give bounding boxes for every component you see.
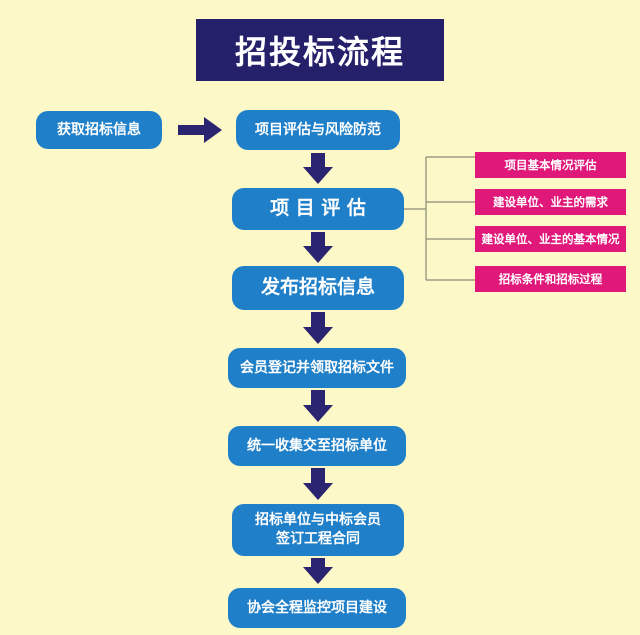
page-title: 招投标流程 — [196, 19, 444, 81]
side-item-owner-basic-info: 建设单位、业主的基本情况 — [475, 226, 626, 252]
side-item-owner-needs: 建设单位、业主的需求 — [475, 189, 626, 215]
node-publish-tender-info: 发布招标信息 — [232, 266, 404, 310]
arrow-down — [303, 153, 333, 184]
node-project-evaluation: 项 目 评 估 — [232, 188, 404, 230]
side-item-tender-conditions: 招标条件和招标过程 — [475, 266, 626, 292]
arrow-down — [303, 468, 333, 500]
arrow-right — [178, 117, 222, 143]
node-evaluation-risk: 项目评估与风险防范 — [236, 110, 400, 150]
arrow-down — [303, 390, 333, 422]
node-monitor-construction: 协会全程监控项目建设 — [228, 588, 406, 628]
node-sign-contract: 招标单位与中标会员 签订工程合同 — [232, 504, 404, 556]
arrow-down — [303, 558, 333, 584]
arrow-down — [303, 312, 333, 344]
evaluation-bracket — [404, 156, 475, 281]
arrow-down — [303, 232, 333, 263]
side-item-basic-evaluation: 项目基本情况评估 — [475, 152, 626, 178]
node-collect-submit: 统一收集交至招标单位 — [228, 426, 406, 466]
node-get-tender-info: 获取招标信息 — [36, 111, 162, 149]
node-member-registration: 会员登记并领取招标文件 — [228, 348, 406, 388]
